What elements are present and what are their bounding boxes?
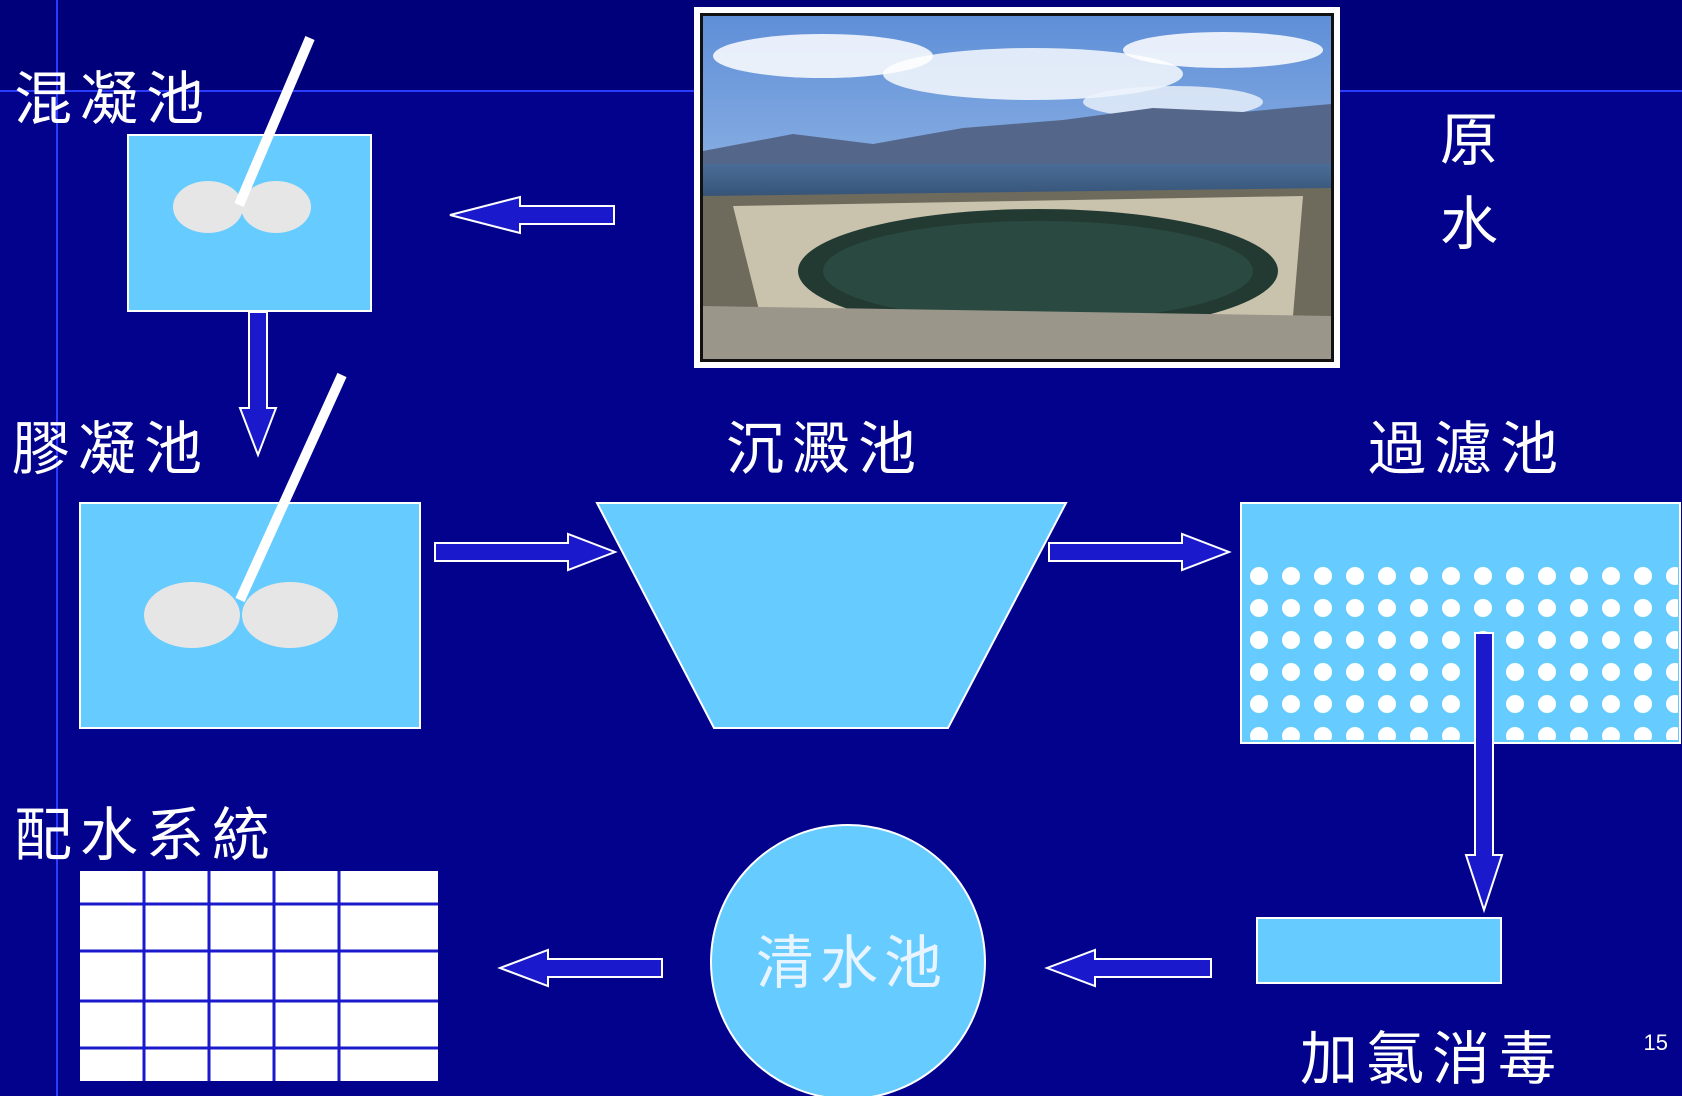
distribution-label: 配水系統 xyxy=(14,801,279,869)
flocculation-tank xyxy=(79,372,421,729)
raw-water-label-line1: 原 xyxy=(1439,106,1498,174)
sedimentation-tank xyxy=(595,502,1068,729)
clear-well-label: 清水池 xyxy=(755,929,948,997)
sedimentation-label: 沉澱池 xyxy=(726,415,925,483)
arrow-right-flocculation-to-sedimentation xyxy=(434,532,618,572)
raw-water-label-line2: 水 xyxy=(1439,190,1498,259)
filtration-label: 過濾池 xyxy=(1368,415,1567,483)
distribution-grid xyxy=(80,871,438,1081)
clear-well xyxy=(710,824,986,1096)
arrow-down-coagulation-to-flocculation xyxy=(238,311,278,458)
arrow-left-clear-well-to-distribution xyxy=(497,948,663,988)
reservoir-dam-photo-icon xyxy=(703,16,1331,359)
side-rule xyxy=(56,0,58,1096)
page-number: 15 xyxy=(1643,1030,1668,1055)
chlorination-tank xyxy=(1256,917,1502,984)
raw-water-label: 原 水 xyxy=(1434,98,1504,266)
arrow-right-sedimentation-to-filtration xyxy=(1048,532,1232,572)
filtration-tank xyxy=(1240,502,1681,744)
flocculation-label: 膠凝池 xyxy=(12,415,211,483)
chlorination-label: 加氯消毒 xyxy=(1300,1025,1565,1093)
arrow-left-raw-to-coagulation xyxy=(449,195,615,235)
coagulation-label: 混凝池 xyxy=(14,65,213,133)
coagulation-tank xyxy=(127,36,372,312)
arrow-down-filtration-to-chlorination xyxy=(1464,632,1504,914)
arrow-left-chlorination-to-clear-well xyxy=(1044,948,1212,988)
reservoir-photo xyxy=(694,7,1340,368)
